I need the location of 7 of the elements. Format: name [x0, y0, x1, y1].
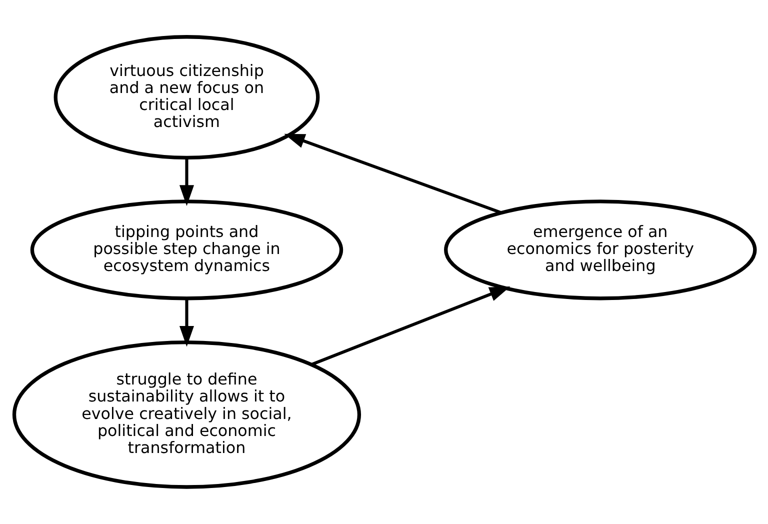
arrow	[310, 286, 510, 366]
node-ellipse: struggle to define sustainability allows it to evolve creatively in social, political and economic transformation	[12, 340, 361, 489]
arrow	[178, 298, 194, 347]
node-ellipse: virtuous citizenship and a new focus on critical local activism	[53, 35, 320, 160]
node-ellipse: tipping points and possible step change in ecosystem dynamics	[30, 200, 343, 300]
arrow	[178, 158, 194, 206]
arrow	[284, 134, 502, 214]
